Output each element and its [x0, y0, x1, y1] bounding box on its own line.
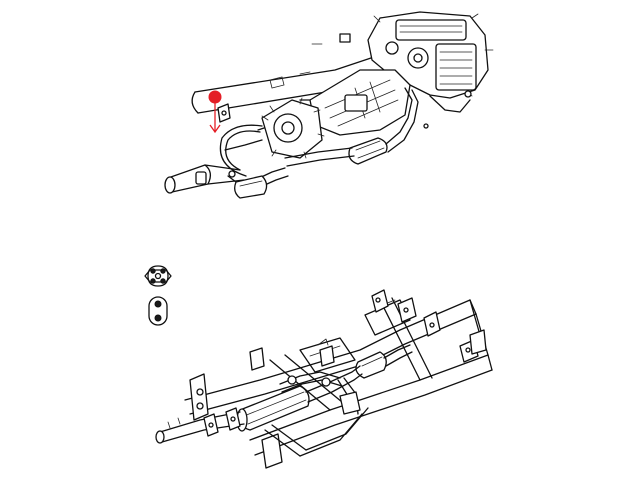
intermediate-pipe-lower — [279, 371, 361, 415]
tail-pipe-top — [164, 164, 268, 199]
callout-pin-icon — [208, 90, 222, 134]
rubber-hanger-oval-icon — [148, 296, 168, 326]
catalytic-converter — [348, 137, 388, 165]
transmission — [299, 69, 411, 136]
rubber-isolator-round-icon — [144, 265, 172, 287]
transfer-case — [257, 97, 325, 159]
muffler — [236, 365, 363, 432]
catalytic-converter-lower — [355, 344, 413, 379]
frame-rails-lower — [184, 297, 493, 456]
frame-brackets — [189, 289, 487, 469]
rear-crossmember-lower — [264, 407, 369, 457]
bottom-assembly-view — [155, 289, 493, 469]
tail-pipe-lower — [155, 407, 245, 444]
top-assembly-view — [164, 11, 494, 199]
small-clip — [317, 338, 329, 346]
hanger-bracket-top — [217, 103, 231, 123]
